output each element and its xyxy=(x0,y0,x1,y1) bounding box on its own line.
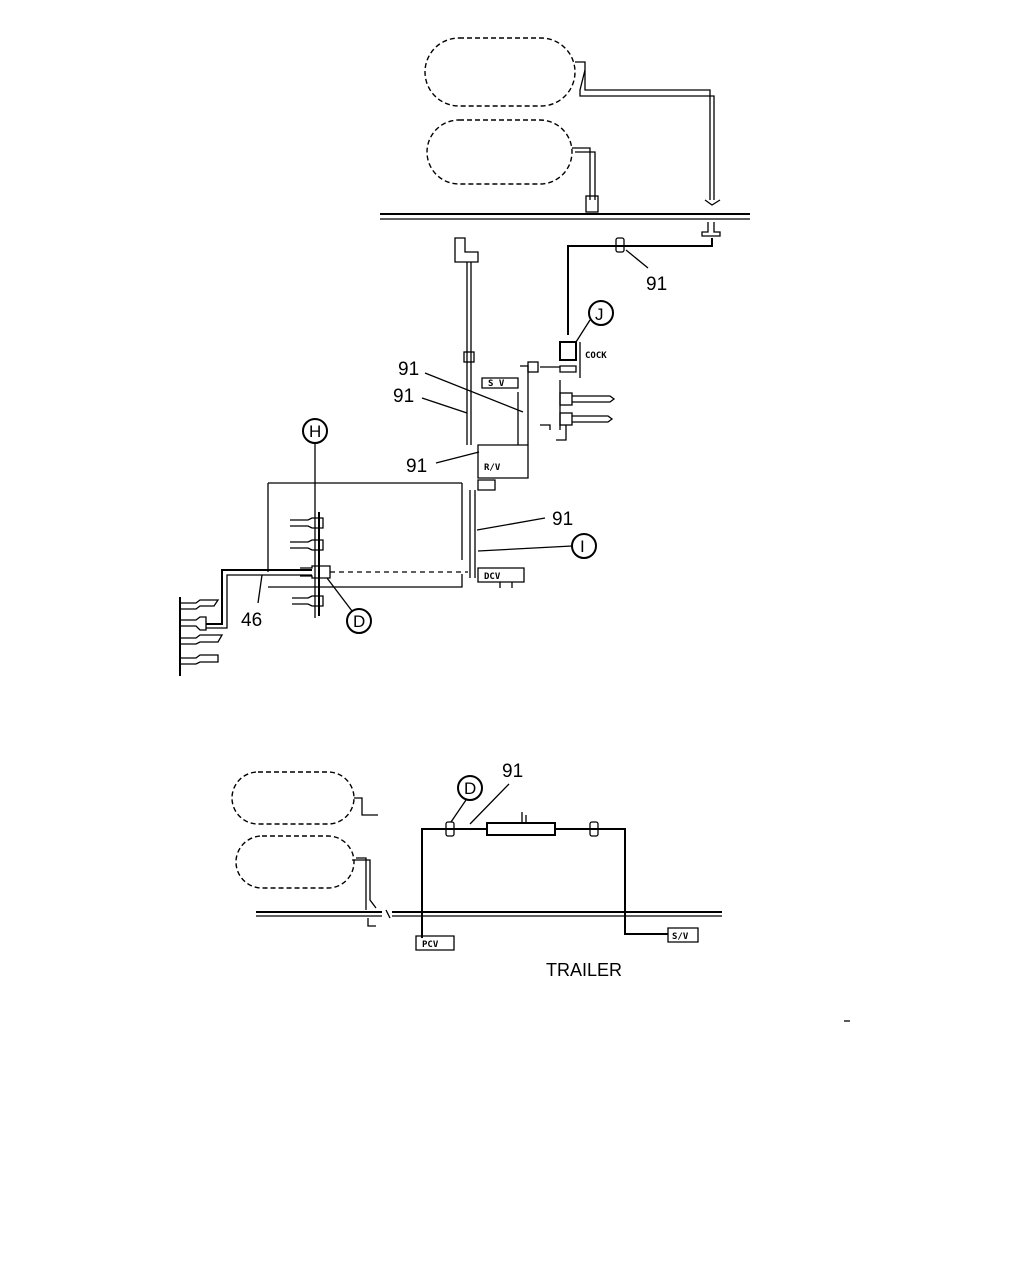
pipe-label-91-top: 91 xyxy=(646,274,667,295)
pipe-label-91-a: 91 xyxy=(398,359,419,380)
trailer-label: TRAILER xyxy=(546,960,622,980)
top-fitting xyxy=(454,237,479,445)
pipe-label-91-c: 91 xyxy=(406,456,427,477)
double-check-valve: DCV xyxy=(477,567,525,588)
frame-rail-top xyxy=(380,213,750,220)
svg-text:D: D xyxy=(353,612,365,631)
air-tank-upper-2 xyxy=(426,119,573,185)
trailer-frame-rail xyxy=(256,909,722,927)
trailer-air-tanks xyxy=(231,771,378,910)
callout-h: H xyxy=(302,418,328,618)
callout-d-left: D xyxy=(326,577,372,634)
trailer-tank-2 xyxy=(235,835,355,889)
chamber-manifold-far-left xyxy=(179,597,224,676)
manifold-left xyxy=(290,512,331,616)
svg-text:R/V: R/V xyxy=(484,463,501,473)
callout-i: I xyxy=(477,533,597,559)
drain-cock xyxy=(527,341,581,378)
pipe-label-46: 46 xyxy=(241,610,262,631)
svg-text:DCV: DCV xyxy=(484,572,501,582)
safety-valve: S V xyxy=(481,365,529,445)
callout-d-trailer: D xyxy=(450,775,483,823)
cock-label: COCK xyxy=(585,351,607,361)
svg-text:S V: S V xyxy=(488,379,505,389)
trailer-pipe-91 xyxy=(421,783,668,938)
svg-text:J: J xyxy=(595,305,604,324)
upper-air-tanks xyxy=(424,37,576,185)
pipe-91-top xyxy=(567,237,713,335)
trailer-tank-1 xyxy=(231,771,355,825)
frame-outline-left xyxy=(267,482,468,588)
pipe-46 xyxy=(206,569,312,629)
svg-text:S/V: S/V xyxy=(672,932,689,942)
svg-text:I: I xyxy=(580,537,585,556)
pipe-91-leaders-center xyxy=(421,372,546,531)
svg-text:H: H xyxy=(309,422,321,441)
svg-text:PCV: PCV xyxy=(422,940,439,950)
trailer-spring-valve: S/V xyxy=(667,927,699,943)
pressure-control-valve: PCV xyxy=(415,935,455,951)
pipe-label-91-b: 91 xyxy=(393,386,414,407)
chamber-fittings-right xyxy=(556,380,616,441)
svg-text:D: D xyxy=(464,779,476,798)
pipe-label-91-trailer: 91 xyxy=(502,761,523,782)
air-tank-upper-1 xyxy=(424,37,576,107)
relay-valve: R/V xyxy=(469,424,551,578)
pipe-label-91-d: 91 xyxy=(552,509,573,530)
tank-lines-top xyxy=(572,61,721,237)
callout-j: J xyxy=(575,300,614,343)
